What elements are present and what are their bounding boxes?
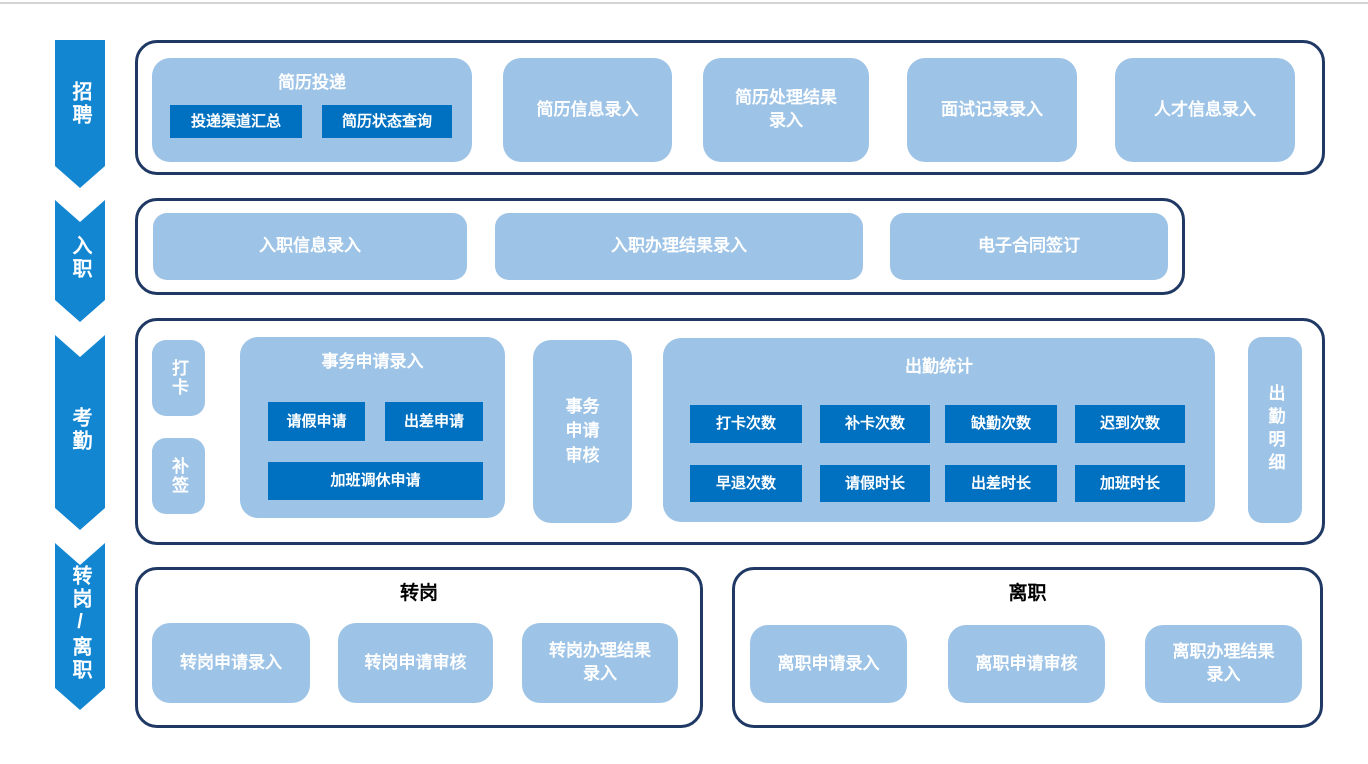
node-resignation-request-entry: 离职申请录入 — [750, 625, 907, 703]
ribbon-stage-attendance: 考勤 — [55, 335, 105, 530]
node-label: 离职申请审核 — [975, 653, 1078, 673]
node-punch-count: 打卡次数 — [690, 405, 802, 443]
node-affair-review: 事务申请审核 — [533, 340, 632, 523]
node-leave-hours: 请假时长 — [820, 465, 930, 502]
node-trip-hours: 出差时长 — [945, 465, 1057, 502]
attendance-frame: 打卡 补签 事务申请录入 请假申请 出差申请 加班调休申请 事务申请审核 出勤统… — [135, 318, 1325, 545]
node-label: 转岗申请审核 — [364, 652, 467, 672]
resume-submission-title: 简历投递 — [278, 73, 346, 92]
onboarding-frame: 入职信息录入 入职办理结果录入 电子合同签订 — [135, 198, 1185, 295]
node-makeup-sign: 补签 — [152, 438, 205, 514]
resignation-frame: 离职 离职申请录入 离职申请审核 离职办理结果 录入 — [732, 567, 1323, 728]
transfer-frame: 转岗 转岗申请录入 转岗申请审核 转岗办理结果 录入 — [135, 567, 703, 728]
node-label: 入职信息录入 — [259, 236, 361, 256]
attendance-stats-title: 出勤统计 — [905, 357, 973, 376]
node-transfer-request-review: 转岗申请审核 — [338, 623, 493, 703]
ribbon-stage-label: 招聘 — [69, 81, 91, 127]
ribbon-stage-recruitment: 招聘 — [55, 40, 105, 188]
node-label: 打卡 — [169, 359, 188, 397]
node-resume-result-entry: 简历处理结果 录入 — [703, 58, 869, 162]
ribbon-stage-label: 入职 — [69, 235, 91, 281]
node-leave-request: 请假申请 — [268, 402, 365, 441]
top-divider — [0, 2, 1368, 4]
node-econtract-signing: 电子合同签订 — [890, 213, 1168, 280]
node-label: 离职申请录入 — [777, 653, 880, 673]
node-label: 入职办理结果录入 — [611, 236, 747, 256]
node-resignation-request-review: 离职申请审核 — [948, 625, 1105, 703]
node-onboarding-result-entry: 入职办理结果录入 — [495, 213, 863, 280]
node-absence-count: 缺勤次数 — [945, 405, 1057, 443]
node-punch-in: 打卡 — [152, 340, 205, 416]
node-label: 离职办理结果 录入 — [1172, 642, 1275, 684]
affair-entry-title: 事务申请录入 — [321, 352, 424, 371]
ribbon-stage-label: 转岗/离职 — [69, 565, 91, 682]
node-onboarding-info-entry: 入职信息录入 — [153, 213, 467, 280]
node-label: 转岗申请录入 — [180, 652, 282, 672]
transfer-title: 转岗 — [399, 583, 438, 604]
node-label: 简历处理结果 录入 — [735, 88, 837, 130]
node-resume-info-entry: 简历信息录入 — [503, 58, 672, 162]
node-label: 补签 — [169, 457, 188, 495]
node-business-trip-request: 出差申请 — [385, 402, 483, 441]
resignation-title: 离职 — [1008, 583, 1047, 604]
node-resignation-result-entry: 离职办理结果 录入 — [1145, 625, 1302, 703]
node-resume-status-query: 简历状态查询 — [322, 105, 452, 138]
affair-entry-group: 事务申请录入 请假申请 出差申请 加班调休申请 — [240, 337, 505, 518]
node-attendance-detail: 出勤明细 — [1248, 337, 1302, 523]
resume-submission-group: 简历投递 投递渠道汇总 简历状态查询 — [152, 58, 472, 162]
node-label: 转岗办理结果 录入 — [549, 641, 651, 683]
node-overtime-hours: 加班时长 — [1075, 465, 1185, 502]
node-label: 事务申请审核 — [565, 396, 600, 465]
node-label: 面试记录录入 — [941, 99, 1043, 119]
node-interview-record-entry: 面试记录录入 — [907, 58, 1077, 162]
node-talent-info-entry: 人才信息录入 — [1115, 58, 1295, 162]
node-transfer-request-entry: 转岗申请录入 — [152, 623, 310, 703]
node-makeup-count: 补卡次数 — [820, 405, 930, 443]
node-early-leave-count: 早退次数 — [690, 465, 802, 502]
node-transfer-result-entry: 转岗办理结果 录入 — [522, 623, 678, 703]
node-label: 人才信息录入 — [1154, 99, 1256, 119]
ribbon-stage-transfer-resign: 转岗/离职 — [55, 543, 105, 710]
node-label: 出勤明细 — [1265, 384, 1285, 476]
node-label: 简历信息录入 — [536, 99, 639, 119]
ribbon-stage-onboarding: 入职 — [55, 200, 105, 322]
node-overtime-compensatory-request: 加班调休申请 — [268, 462, 483, 500]
node-late-count: 迟到次数 — [1075, 405, 1185, 443]
node-delivery-channel-summary: 投递渠道汇总 — [170, 105, 302, 138]
recruitment-frame: 简历投递 投递渠道汇总 简历状态查询 简历信息录入 简历处理结果 录入 面试记录… — [135, 40, 1325, 175]
node-label: 电子合同签订 — [978, 236, 1080, 256]
ribbon-stage-label: 考勤 — [69, 406, 91, 453]
attendance-stats-group: 出勤统计 打卡次数 补卡次数 缺勤次数 迟到次数 早退次数 请假时长 出差时长 … — [663, 338, 1215, 522]
